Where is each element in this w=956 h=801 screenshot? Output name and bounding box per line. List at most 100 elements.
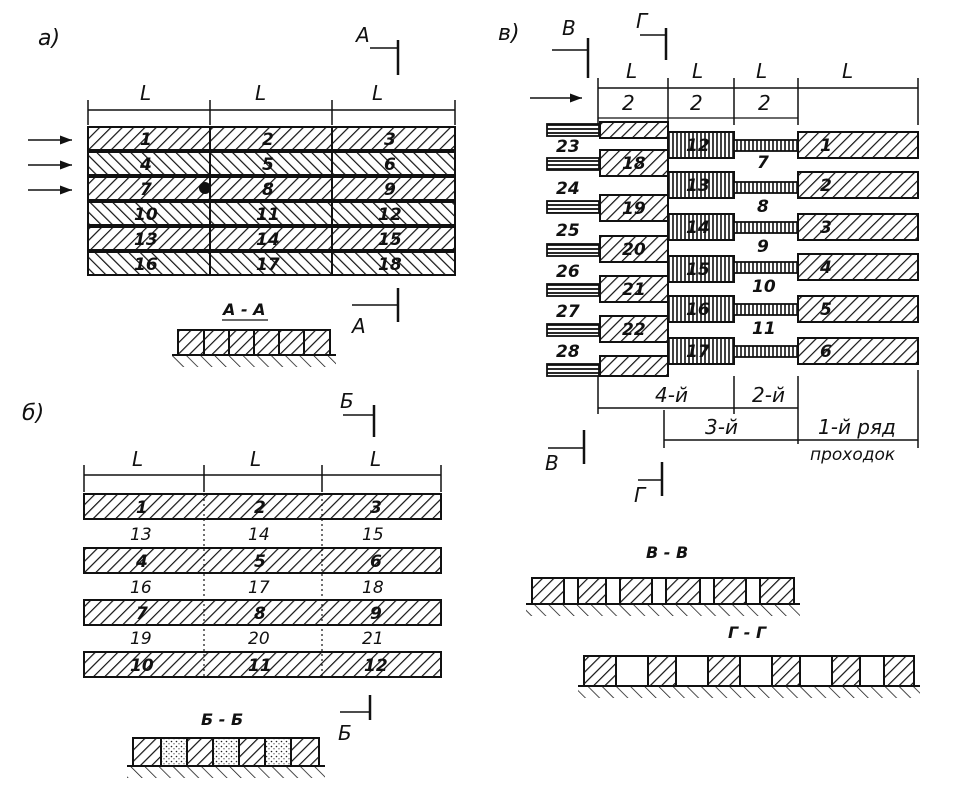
cell-label: 27 — [556, 302, 580, 322]
cell-label: 6 — [370, 552, 382, 572]
cell-label: 19 — [622, 199, 646, 219]
gap-label: 18 — [362, 578, 384, 598]
panel-v-labels-right: 1 2 3 4 5 6 — [819, 136, 832, 362]
panel-a-flow-arrows — [28, 135, 72, 195]
row-label: 3-й — [705, 415, 738, 439]
panel-v-label: в) — [498, 21, 520, 46]
cell-label: 11 — [752, 319, 776, 339]
section-g-profile — [578, 655, 920, 698]
panel-b-cut-mark-top — [343, 405, 376, 437]
row-label: 4-й — [655, 383, 688, 407]
panel-v-dim-4: L — [842, 59, 853, 83]
panel-a-dim-3: L — [372, 81, 383, 105]
cell-label: 10 — [130, 656, 154, 676]
gap-label: 20 — [248, 629, 270, 649]
cell-label: 8 — [254, 604, 266, 624]
row-label: 1-й ряд — [818, 415, 896, 439]
panel-b-label: б) — [22, 401, 44, 426]
cell-label: 18 — [378, 255, 402, 275]
panel-v-cut-mark-v-top — [552, 38, 590, 78]
cell-label: 17 — [686, 342, 710, 362]
cell-label: 9 — [370, 604, 382, 624]
panel-v-gap-pipes — [733, 139, 799, 358]
cell-label: 5 — [254, 552, 266, 572]
section-a-title: А - А — [221, 300, 266, 319]
panel-a-blocks — [87, 126, 456, 276]
cell-label: 5 — [262, 155, 274, 175]
panel-v-subdim-1: 2 — [622, 91, 635, 115]
panel-v-labels-far-left: 23 24 25 26 27 28 — [556, 137, 580, 362]
cut-mark-label: A — [350, 314, 366, 338]
cell-label: 9 — [384, 180, 396, 200]
cell-label: 12 — [364, 656, 388, 676]
panel-v-subdim-2: 2 — [690, 91, 703, 115]
panel-a: а) L L L 1 — [28, 23, 456, 367]
cell-label: 12 — [686, 136, 710, 156]
panel-b-dim-1: L — [132, 447, 143, 471]
cell-label: 13 — [134, 230, 158, 250]
panel-v-dim-1: L — [626, 59, 637, 83]
cut-mark-label: Г — [634, 483, 647, 507]
cell-label: 3 — [384, 130, 396, 150]
section-b-profile — [127, 737, 325, 778]
cell-label: 4 — [139, 155, 152, 175]
cell-label: 10 — [752, 277, 776, 297]
cell-label: 8 — [757, 197, 769, 217]
cell-label: 24 — [556, 179, 580, 199]
panel-v: в) В Г L L L L 2 2 2 — [498, 9, 920, 698]
gap-label: 19 — [130, 629, 152, 649]
cell-label: 11 — [256, 205, 280, 225]
panel-v-labels-left: 18 19 20 21 22 — [622, 154, 646, 340]
cell-label: 9 — [757, 237, 769, 257]
panel-v-far-left-pipes — [546, 123, 600, 377]
cell-label: 16 — [686, 300, 710, 320]
gap-label: 13 — [130, 525, 152, 545]
panel-a-dim-1: L — [140, 81, 151, 105]
cell-label: 8 — [262, 180, 274, 200]
panel-v-subdim-3: 2 — [758, 91, 771, 115]
cell-label: 4 — [819, 258, 832, 278]
cell-label: 25 — [556, 221, 580, 241]
cell-label: 4 — [135, 552, 148, 572]
cell-label: 26 — [556, 262, 580, 282]
cut-mark-label: Г — [636, 9, 649, 33]
panel-v-dimension-line — [597, 78, 919, 125]
gap-label: 21 — [362, 629, 384, 649]
cell-label: 14 — [256, 230, 280, 250]
panel-v-right-blocks — [797, 131, 919, 365]
cell-label: 7 — [757, 153, 769, 173]
panel-v-labels-middle: 12 13 14 15 16 17 — [686, 136, 710, 362]
cell-label: 20 — [622, 240, 646, 260]
panel-a-cut-mark-top — [370, 40, 400, 75]
panel-v-labels-gap: 7 8 9 10 11 — [752, 153, 776, 339]
panel-b-dimension-line — [83, 465, 442, 492]
row-label: 2-й — [752, 383, 785, 407]
section-g-title: Г - Г — [728, 623, 767, 642]
section-a-profile — [172, 329, 336, 367]
cell-label: 6 — [820, 342, 832, 362]
panel-a-dim-2: L — [255, 81, 266, 105]
section-b-title: Б - Б — [201, 710, 243, 729]
panel-v-cut-mark-g-bottom — [638, 462, 664, 496]
panel-b-gap-labels: 13 14 15 16 17 18 19 20 21 — [130, 525, 384, 649]
cell-label: 13 — [686, 176, 710, 196]
panel-a-dimension-line — [87, 100, 456, 125]
panel-a-cut-mark-bottom — [352, 288, 400, 322]
cell-label: 21 — [622, 280, 646, 300]
panel-v-bottom-dims — [597, 370, 919, 448]
cell-label: 23 — [556, 137, 580, 157]
cell-label: 2 — [262, 130, 274, 150]
cell-label: 10 — [134, 205, 158, 225]
row-caption: проходок — [810, 445, 896, 465]
panel-v-dim-3: L — [756, 59, 767, 83]
cell-label: 7 — [140, 180, 152, 200]
panel-b-dim-3: L — [370, 447, 381, 471]
cell-label: 1 — [136, 498, 148, 518]
gap-label: 14 — [248, 525, 270, 545]
cell-label: 18 — [622, 154, 646, 174]
panel-b-blocks — [83, 493, 442, 678]
cell-label: 5 — [820, 300, 832, 320]
cell-label: 3 — [370, 498, 382, 518]
